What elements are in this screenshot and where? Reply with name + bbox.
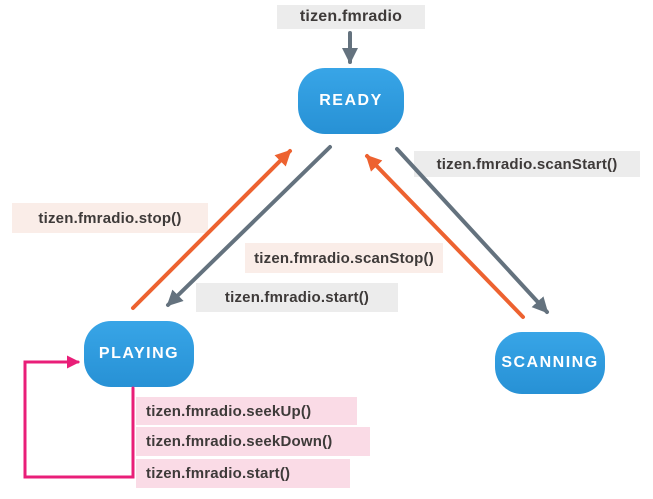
init-label: tizen.fmradio xyxy=(277,5,425,29)
transition-label-scanstart: tizen.fmradio.scanStart() xyxy=(414,151,640,177)
transition-label-scanstop: tizen.fmradio.scanStop() xyxy=(245,243,443,273)
state-scanning: SCANNING xyxy=(495,332,605,394)
transition-label-start: tizen.fmradio.start() xyxy=(196,283,398,312)
transition-label-stop: tizen.fmradio.stop() xyxy=(12,203,208,233)
state-ready-label: READY xyxy=(319,92,383,109)
state-scanning-label: SCANNING xyxy=(501,354,599,371)
state-playing-label: PLAYING xyxy=(98,345,180,362)
transition-label-seekdown: tizen.fmradio.seekDown() xyxy=(136,427,370,456)
state-playing: PLAYING xyxy=(84,321,194,387)
state-ready: READY xyxy=(298,68,404,134)
transition-label-seekup: tizen.fmradio.seekUp() xyxy=(136,397,357,425)
transition-label-start-self: tizen.fmradio.start() xyxy=(136,459,350,488)
